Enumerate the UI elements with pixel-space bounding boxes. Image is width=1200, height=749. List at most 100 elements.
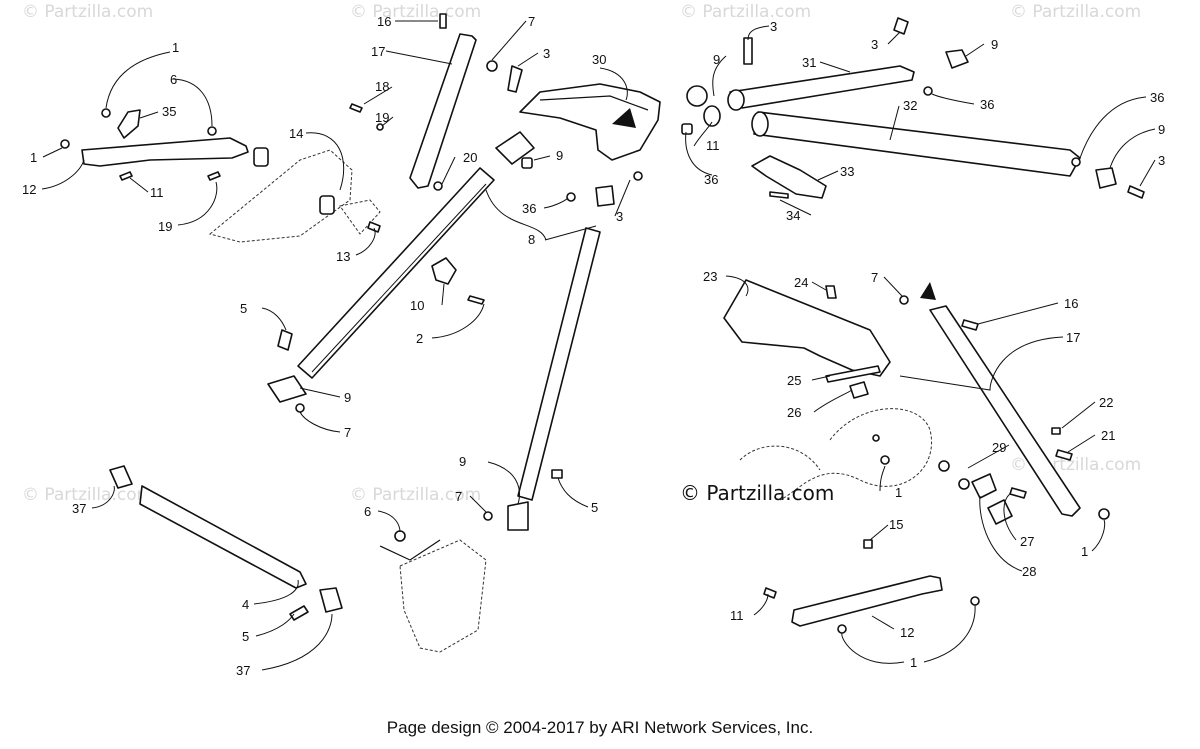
pin-19: [376, 123, 384, 131]
callout-16: 16: [377, 14, 391, 29]
callout-29: 29: [992, 440, 1006, 455]
nut-1-lower-b: [970, 596, 980, 606]
bolt-13: [367, 221, 381, 233]
callout-36: 36: [1150, 90, 1164, 105]
callout-3: 3: [770, 19, 777, 34]
cap-9-topright: [945, 49, 969, 69]
bolt-5-lower: [289, 605, 309, 621]
callout-19: 19: [375, 110, 389, 125]
callout-35: 35: [162, 104, 176, 119]
nut-7-left: [295, 403, 305, 413]
bolt-3-top: [743, 37, 753, 65]
callout-9: 9: [991, 37, 998, 52]
bolt-5-mid: [551, 469, 563, 479]
tube-32: [753, 111, 1081, 177]
callout-7: 7: [871, 270, 878, 285]
callout-31: 31: [802, 55, 816, 70]
callout-36: 36: [522, 201, 536, 216]
callout-36: 36: [980, 97, 994, 112]
callout-21: 21: [1101, 428, 1115, 443]
callout-18: 18: [375, 79, 389, 94]
spacer-lower: [319, 195, 335, 215]
callout-27: 27: [1020, 534, 1034, 549]
fitting-9-top-left: [495, 131, 535, 165]
callout-6: 6: [170, 72, 177, 87]
callout-7: 7: [344, 425, 351, 440]
spacer-36-right: [681, 123, 693, 135]
callout-14: 14: [289, 126, 303, 141]
cap-11: [703, 105, 721, 127]
callout-37: 37: [72, 501, 86, 516]
callout-32: 32: [903, 98, 917, 113]
collar-9-top-right: [595, 185, 615, 207]
callout-15: 15: [889, 517, 903, 532]
grommet-29b: [958, 478, 970, 490]
spacer-upper: [253, 147, 269, 167]
nut-7-right: [899, 295, 909, 305]
bolt-11-left: [119, 171, 133, 181]
page-footer: Page design © 2004-2017 by ARI Network S…: [386, 718, 814, 737]
plate-25: [825, 365, 881, 383]
nut-1-lower-a: [837, 624, 847, 634]
spacer-9-mid: [521, 157, 533, 169]
callout-3: 3: [1158, 153, 1165, 168]
bracket-12: [81, 137, 249, 167]
cap-37-bottom: [319, 587, 343, 613]
clamp-10: [431, 257, 457, 285]
cap-9-upper: [686, 85, 708, 107]
brand-watermark: © Partzilla.com: [680, 481, 834, 505]
callout-13: 13: [336, 249, 350, 264]
plate-14: [208, 149, 353, 243]
tube-8-right: [517, 227, 601, 501]
bar-4: [139, 485, 307, 589]
callout-26: 26: [787, 405, 801, 420]
bolt-5-left: [277, 329, 293, 351]
callout-11: 11: [730, 608, 744, 623]
collar-9-bottom-left: [267, 375, 307, 403]
cap-9-right: [1095, 167, 1117, 189]
clamp-28b: [987, 499, 1013, 525]
mount-13: [339, 199, 381, 235]
watermark: © Partzilla.com: [680, 2, 811, 22]
callout-19: 19: [158, 219, 172, 234]
callout-25: 25: [787, 373, 801, 388]
rivet-2: [467, 295, 485, 305]
callout-37: 37: [236, 663, 250, 678]
leader-lines: [41, 20, 1156, 671]
bracket-23: [723, 279, 891, 377]
callout-9: 9: [344, 390, 351, 405]
callout-5: 5: [240, 301, 247, 316]
nut-3-mid: [633, 171, 643, 181]
callout-36: 36: [704, 172, 718, 187]
callout-1: 1: [895, 485, 902, 500]
callout-7: 7: [455, 489, 462, 504]
washer-35: [101, 108, 111, 118]
nut-36-right: [1071, 157, 1081, 167]
callout-4: 4: [242, 597, 249, 612]
callout-12: 12: [22, 182, 36, 197]
callout-5: 5: [242, 629, 249, 644]
callout-8: 8: [528, 232, 535, 247]
callout-24: 24: [794, 275, 808, 290]
collar-9-bottom-right: [507, 501, 529, 531]
callout-1: 1: [1081, 544, 1088, 559]
bracket-12-lower: [791, 575, 943, 627]
callout-1: 1: [30, 150, 37, 165]
callout-9: 9: [1158, 122, 1165, 137]
callout-3: 3: [616, 209, 623, 224]
bolt-18: [349, 103, 363, 113]
callout-9: 9: [459, 454, 466, 469]
arrow-marker: [612, 108, 636, 128]
nut-1-harness-b: [872, 434, 880, 442]
clamp-33: [751, 155, 827, 199]
head-casting-30: [519, 83, 661, 161]
frame-ghost: [399, 539, 487, 653]
nut-1-left: [60, 139, 70, 149]
bolt-27: [1009, 487, 1027, 499]
bolt-22: [1051, 427, 1061, 435]
callout-11: 11: [150, 185, 164, 200]
tube-8-left: [297, 167, 495, 379]
callout-20: 20: [463, 150, 477, 165]
callout-3: 3: [543, 46, 550, 61]
